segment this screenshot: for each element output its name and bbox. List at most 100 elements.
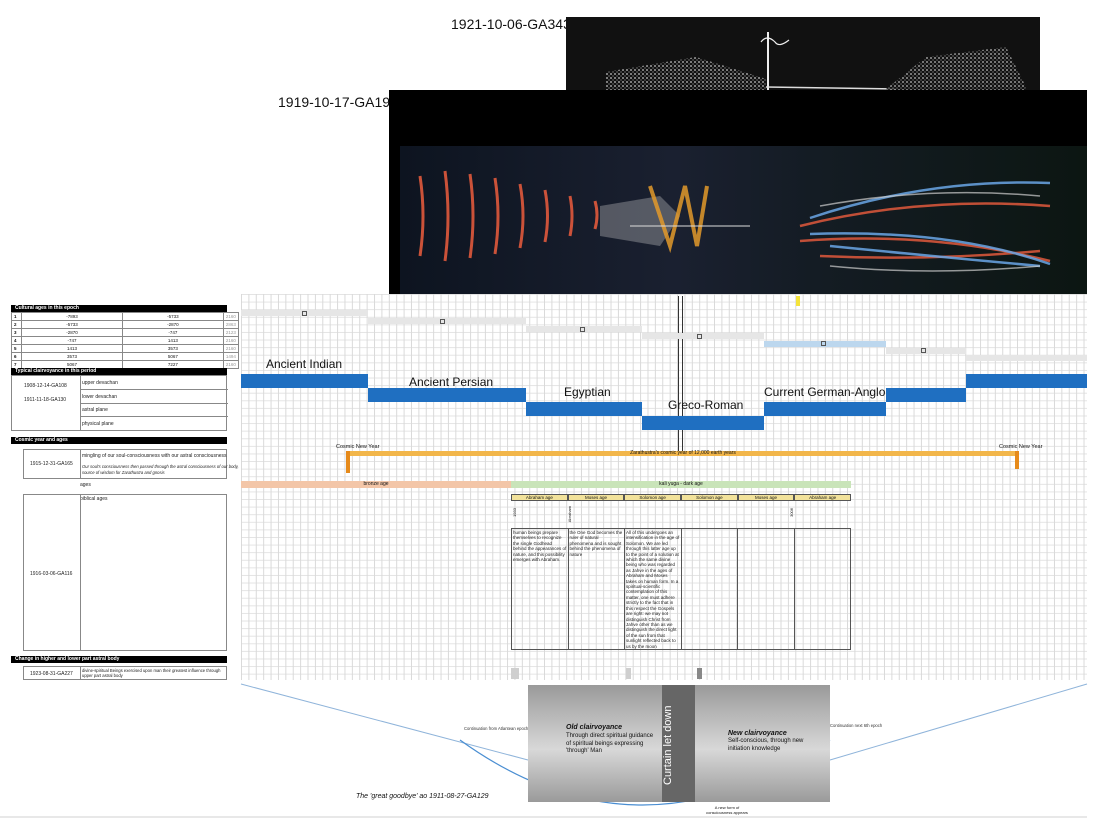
cultural-age-cell: -5733 xyxy=(21,320,123,329)
clairvoyance-table: 1908-12-14-GA108 1911-11-18-GA130 upper … xyxy=(11,375,228,431)
biblical-ref-table: 1916-03-06-GA116 xyxy=(23,494,227,651)
change-marker-2 xyxy=(626,668,631,679)
continuation-left: Continuation from Atlantean epoch xyxy=(464,726,529,731)
cultural-age-cell: 3573 xyxy=(121,344,224,353)
change-marker-3 xyxy=(697,668,702,679)
cultural-age-bar-4 xyxy=(642,333,764,339)
continuation-right: Continuation next 6th epoch xyxy=(830,723,883,728)
cultural-age-cell: 5067 xyxy=(121,352,224,361)
cultural-age-cell: -2870 xyxy=(21,328,123,337)
ref-label-top: 1921-10-06-GA343 xyxy=(451,16,571,32)
cultural-age-cell: -2870 xyxy=(121,320,224,329)
era-label-ancient-indian: Ancient Indian xyxy=(266,357,343,371)
era-label-current-german-anglo: Current German-Anglo xyxy=(764,385,886,399)
cosmic-ref: 1915-12-31-GA165 xyxy=(30,461,73,467)
era-bar-egyptian xyxy=(526,402,642,416)
plane-lower-devachan: lower devachan xyxy=(82,394,118,400)
cultural-age-cell: -7893 xyxy=(21,312,123,321)
ages-label: ages xyxy=(80,482,91,488)
change-marker-1 xyxy=(511,668,519,679)
small-label-1933: 1933 xyxy=(512,508,517,517)
change-table: 1923-08-31-GA227 divine-spiritual Beings… xyxy=(23,666,227,680)
section-header-cosmic: Cosmic year and ages xyxy=(11,437,227,444)
age-midpoint-marker xyxy=(440,319,445,324)
clairvoyance-ref-1: 1908-12-14-GA108 xyxy=(24,383,67,389)
cosmic-table: 1915-12-31-GA165 mingling of our soul-co… xyxy=(23,449,239,479)
section-header-clairvoyance: Typical clairvoyance in this period xyxy=(11,368,227,375)
kali-yuga-bar: kali yuga - dark age xyxy=(511,481,851,488)
cultural-age-cell: 5 xyxy=(10,344,23,353)
new-form-consciousness: A new form of consciousness appears xyxy=(706,805,748,815)
cultural-age-cell: -747 xyxy=(121,328,224,337)
cultural-age-cell: 2160 xyxy=(222,312,240,321)
cultural-age-cell: -5733 xyxy=(121,312,224,321)
biblical-text-2: the One God becomes the ruler of natural… xyxy=(569,529,625,649)
ref-label-second: 1919-10-17-GA191 xyxy=(278,94,398,110)
era-bar-ancient-indian xyxy=(241,374,368,388)
present-line-left xyxy=(678,296,679,451)
cosmic-year-start-marker xyxy=(346,451,350,473)
era-bar-sixth xyxy=(886,388,966,402)
year-marker-highlight xyxy=(796,296,800,306)
biblical-age-abraham-1: Abraham age xyxy=(511,494,568,501)
biblical-ages-label: biblical ages xyxy=(80,496,108,502)
cultural-age-cell: -747 xyxy=(21,336,123,345)
biblical-text-6 xyxy=(795,529,851,649)
biblical-text-1: human beings prepare themselves to recog… xyxy=(512,529,569,649)
era-label-egyptian: Egyptian xyxy=(564,385,611,399)
cosmic-new-year-right: Cosmic New Year xyxy=(999,444,1043,450)
curtain-strip xyxy=(662,685,695,802)
new-clairvoyance-title: New clairvoyance xyxy=(728,730,787,737)
biblical-age-abraham-2: Abraham age xyxy=(794,494,852,501)
biblical-age-moses-2: Moses age xyxy=(737,494,795,501)
biblical-age-solomon-2: Solomon age xyxy=(681,494,738,501)
cultural-age-bar-2 xyxy=(368,318,526,324)
plane-upper-devachan: upper devachan xyxy=(82,380,118,386)
era-label-ancient-persian: Ancient Persian xyxy=(409,375,494,389)
cultural-age-cell: 1 xyxy=(10,312,23,321)
change-text: divine-spiritual Beings exercised upon m… xyxy=(82,668,221,678)
biblical-ages-bar: Abraham age Moses age Solomon age Solomo… xyxy=(511,494,852,501)
cultural-age-bar-7 xyxy=(966,355,1087,361)
zarathustra-cosmic-year-bar: Zarathustra's cosmic year of 12,000 eart… xyxy=(348,451,1018,456)
era-bar-current-german-anglo xyxy=(764,402,886,416)
cultural-age-cell: 1494 xyxy=(222,352,240,361)
present-line-right xyxy=(682,296,683,451)
bronze-age-bar: bronze age xyxy=(241,481,511,488)
age-midpoint-marker xyxy=(580,327,585,332)
cultural-age-cell: 3 xyxy=(10,328,23,337)
cultural-age-cell: 1413 xyxy=(121,336,224,345)
cosmic-new-year-left: Cosmic New Year xyxy=(336,444,380,450)
age-midpoint-marker xyxy=(697,334,702,339)
cultural-age-cell: 6 xyxy=(10,352,23,361)
zarathustra-bar-label: Zarathustra's cosmic year of 12,000 eart… xyxy=(630,450,736,456)
old-clairvoyance-title: Old clairvoyance xyxy=(566,724,623,731)
cultural-age-cell: 1413 xyxy=(21,344,123,353)
age-midpoint-marker xyxy=(302,311,307,316)
new-clairvoyance-text: Self-conscious, through new initiation k… xyxy=(728,738,804,752)
section-header-change: Change in higher and lower part astral b… xyxy=(11,656,227,663)
great-goodbye-caption: The 'great goodbye' ao 1911-08-27-GA129 xyxy=(356,793,489,800)
cultural-age-cell: 2863 xyxy=(222,320,240,329)
plane-astral: astral plane xyxy=(82,407,108,413)
old-clairvoyance-text: Through direct spiritual guidance of spi… xyxy=(566,733,654,754)
small-label-3006: 3006 xyxy=(789,508,794,517)
biblical-age-solomon-1: Solomon age xyxy=(624,494,682,501)
biblical-texts-table: human beings prepare themselves to recog… xyxy=(511,528,851,650)
cosmic-row-1: mingling of our soul-consciousness with … xyxy=(82,453,227,459)
cultural-age-cell: 2160 xyxy=(222,336,240,345)
cultural-age-cell: 2160 xyxy=(222,344,240,353)
small-label-abraham: Abraham xyxy=(567,506,572,523)
cultural-age-cell: 2123 xyxy=(222,328,240,337)
biblical-ref: 1916-03-06-GA116 xyxy=(30,571,73,577)
blackboard-drawing-ga191 xyxy=(400,146,1087,295)
biblical-text-3: All of this undergoes an intensification… xyxy=(625,529,682,649)
age-midpoint-marker xyxy=(921,348,926,353)
